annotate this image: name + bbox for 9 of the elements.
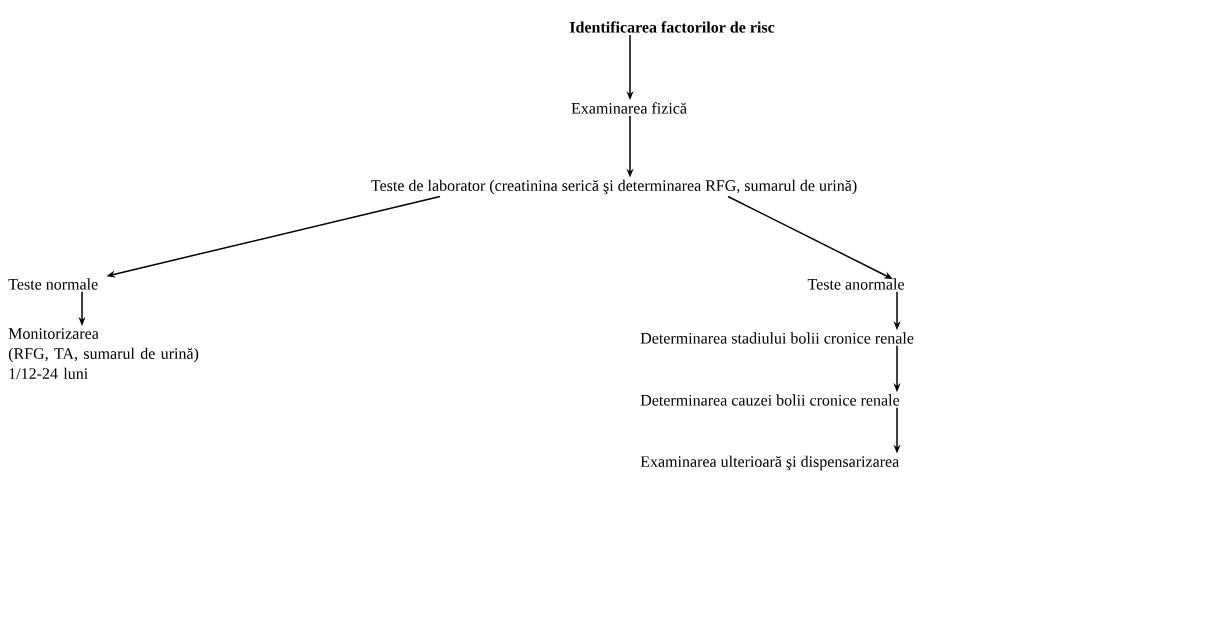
step-text: Teste normale <box>8 278 98 290</box>
step-text: Teste anormale <box>807 278 904 290</box>
heading-text: Identificarea factorilor de risc <box>569 21 775 33</box>
step-text: Determinarea stadiului bolii cronice renale <box>640 332 914 344</box>
step-text: Examinarea fizică <box>571 102 687 114</box>
step-text: Determinarea cauzei bolii cronice renale <box>640 394 900 406</box>
step-text: Teste de laborator (creatinina serică şi determinarea RFG, sumarul de urină) <box>371 179 857 195</box>
step-text: Monitorizarea (RFG, TA, sumarul de urină) 1/12-24 luni <box>8 328 199 379</box>
step-text: Examinarea ulterioară şi dispensarizarea <box>640 455 899 471</box>
